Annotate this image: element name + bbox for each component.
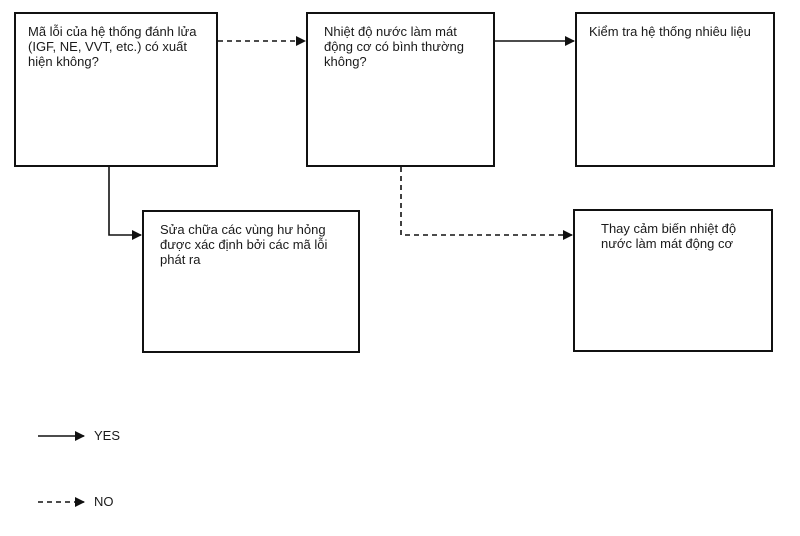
check-fuel-system-box: Kiểm tra hệ thống nhiêu liệu	[575, 12, 775, 167]
ignition-codes-question-text: Mã lỗi của hệ thống đánh lửa (IGF, NE, V…	[28, 24, 197, 69]
ignition-codes-question-box: Mã lỗi của hệ thống đánh lửa (IGF, NE, V…	[14, 12, 218, 167]
legend-no-label: NO	[94, 494, 114, 509]
yes-arrow-ignition-to-repair	[108, 167, 142, 240]
replace-coolant-sensor-text: Thay cảm biến nhiệt độ nước làm mát động…	[601, 221, 737, 251]
coolant-temp-question-text: Nhiệt độ nước làm mát động cơ có bình th…	[324, 24, 464, 69]
check-fuel-system-text: Kiểm tra hệ thống nhiêu liệu	[589, 24, 751, 39]
repair-by-codes-box: Sửa chữa các vùng hư hỏng được xác định …	[142, 210, 360, 353]
legend-yes-label: YES	[94, 428, 121, 443]
coolant-temp-question-box: Nhiệt độ nước làm mát động cơ có bình th…	[306, 12, 495, 167]
replace-coolant-sensor-box: Thay cảm biến nhiệt độ nước làm mát động…	[573, 209, 773, 352]
no-arrow-coolant-to-sensor	[400, 167, 573, 240]
repair-by-codes-text: Sửa chữa các vùng hư hỏng được xác định …	[160, 222, 328, 267]
